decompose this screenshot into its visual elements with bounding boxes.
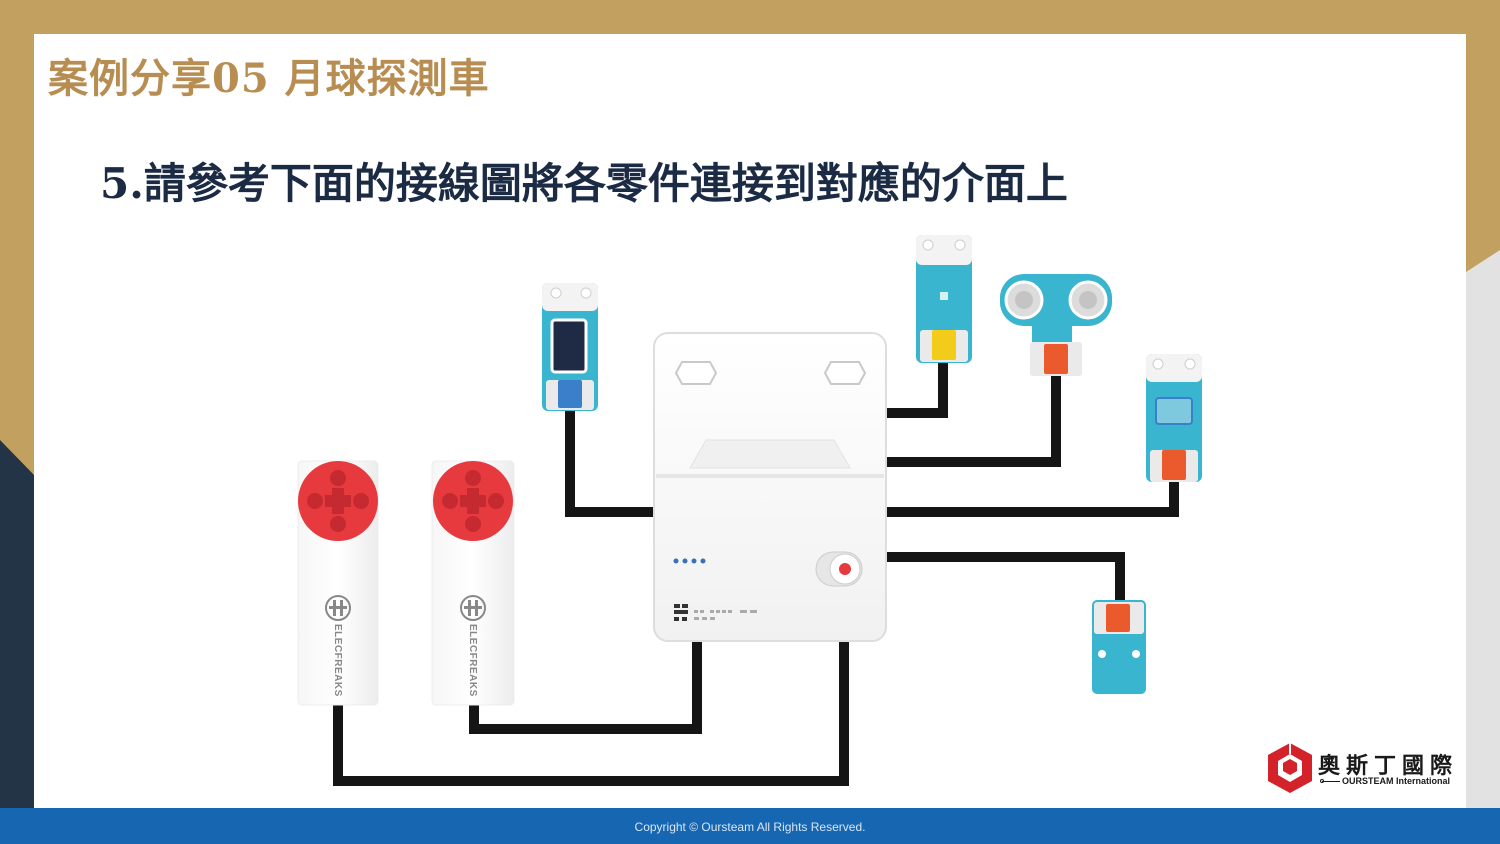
motor-1: ELECFREAKS: [297, 460, 379, 706]
temp-sensor-module: [1146, 354, 1202, 482]
oled-module: [542, 283, 598, 411]
light-sensor-module: [916, 235, 972, 363]
logo-divider: [1322, 781, 1340, 782]
wires: [333, 362, 1179, 786]
motor-brand: ELECFREAKS: [332, 624, 343, 697]
logo-name-cn: 奧斯丁國際: [1318, 754, 1459, 779]
motor-wheel-icon: [298, 461, 378, 541]
motor-wheel-icon: [433, 461, 513, 541]
wire-button-module: [884, 552, 1125, 603]
motor-2: ELECFREAKS: [431, 460, 515, 706]
cube-logo-icon: [1268, 743, 1312, 793]
motor-brand: ELECFREAKS: [467, 624, 478, 697]
wire-oled: [565, 410, 660, 517]
wire-motor-2: [469, 640, 702, 734]
elecfreaks-logo-icon: [325, 595, 351, 621]
wire-temp-sensor: [884, 482, 1179, 517]
company-logo: [1268, 743, 1312, 793]
ultrasonic-eyes-icon: [1004, 280, 1108, 320]
wire-light-sensor: [884, 362, 948, 418]
footer-copyright: Copyright © Oursteam All Rights Reserved…: [634, 820, 866, 834]
ultrasonic-module: [999, 273, 1113, 376]
status-leds-icon: [673, 558, 706, 564]
slide-subtitle: 5.請參考下面的接線圖將各零件連接到對應的介面上: [100, 159, 1068, 208]
logo-name-en: OURSTEAM International: [1342, 776, 1451, 786]
button-module: [1092, 600, 1146, 694]
oled-screen-icon: [550, 318, 588, 374]
wire-motor-1: [333, 640, 849, 786]
power-switch-icon: [815, 551, 863, 587]
elecfreaks-logo-icon: [460, 595, 486, 621]
wire-ultrasonic: [884, 376, 1061, 467]
hub-label-icon: [674, 604, 757, 621]
control-hub: [653, 332, 887, 642]
footer-bar: [0, 808, 1500, 844]
slide-title: 案例分享05 月球探測車: [48, 55, 490, 102]
